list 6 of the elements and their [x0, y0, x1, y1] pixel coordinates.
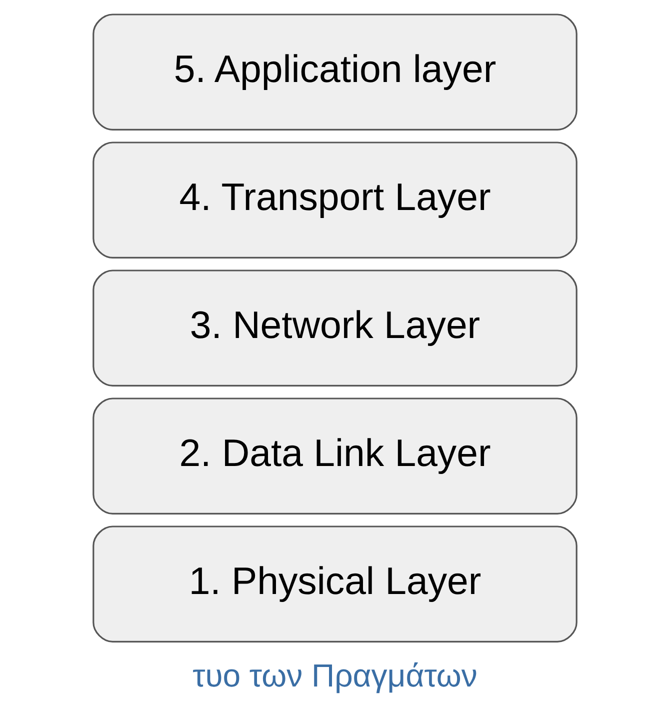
node-box: 5. Application layer	[92, 14, 578, 130]
node-box: 3. Network Layer	[92, 270, 578, 386]
node-box: 1. Physical Layer	[92, 526, 578, 642]
label: τυο των Πραγμάτων	[192, 658, 478, 694]
node-box: 2. Data Link Layer	[92, 398, 578, 514]
node-box: 4. Transport Layer	[92, 142, 578, 258]
